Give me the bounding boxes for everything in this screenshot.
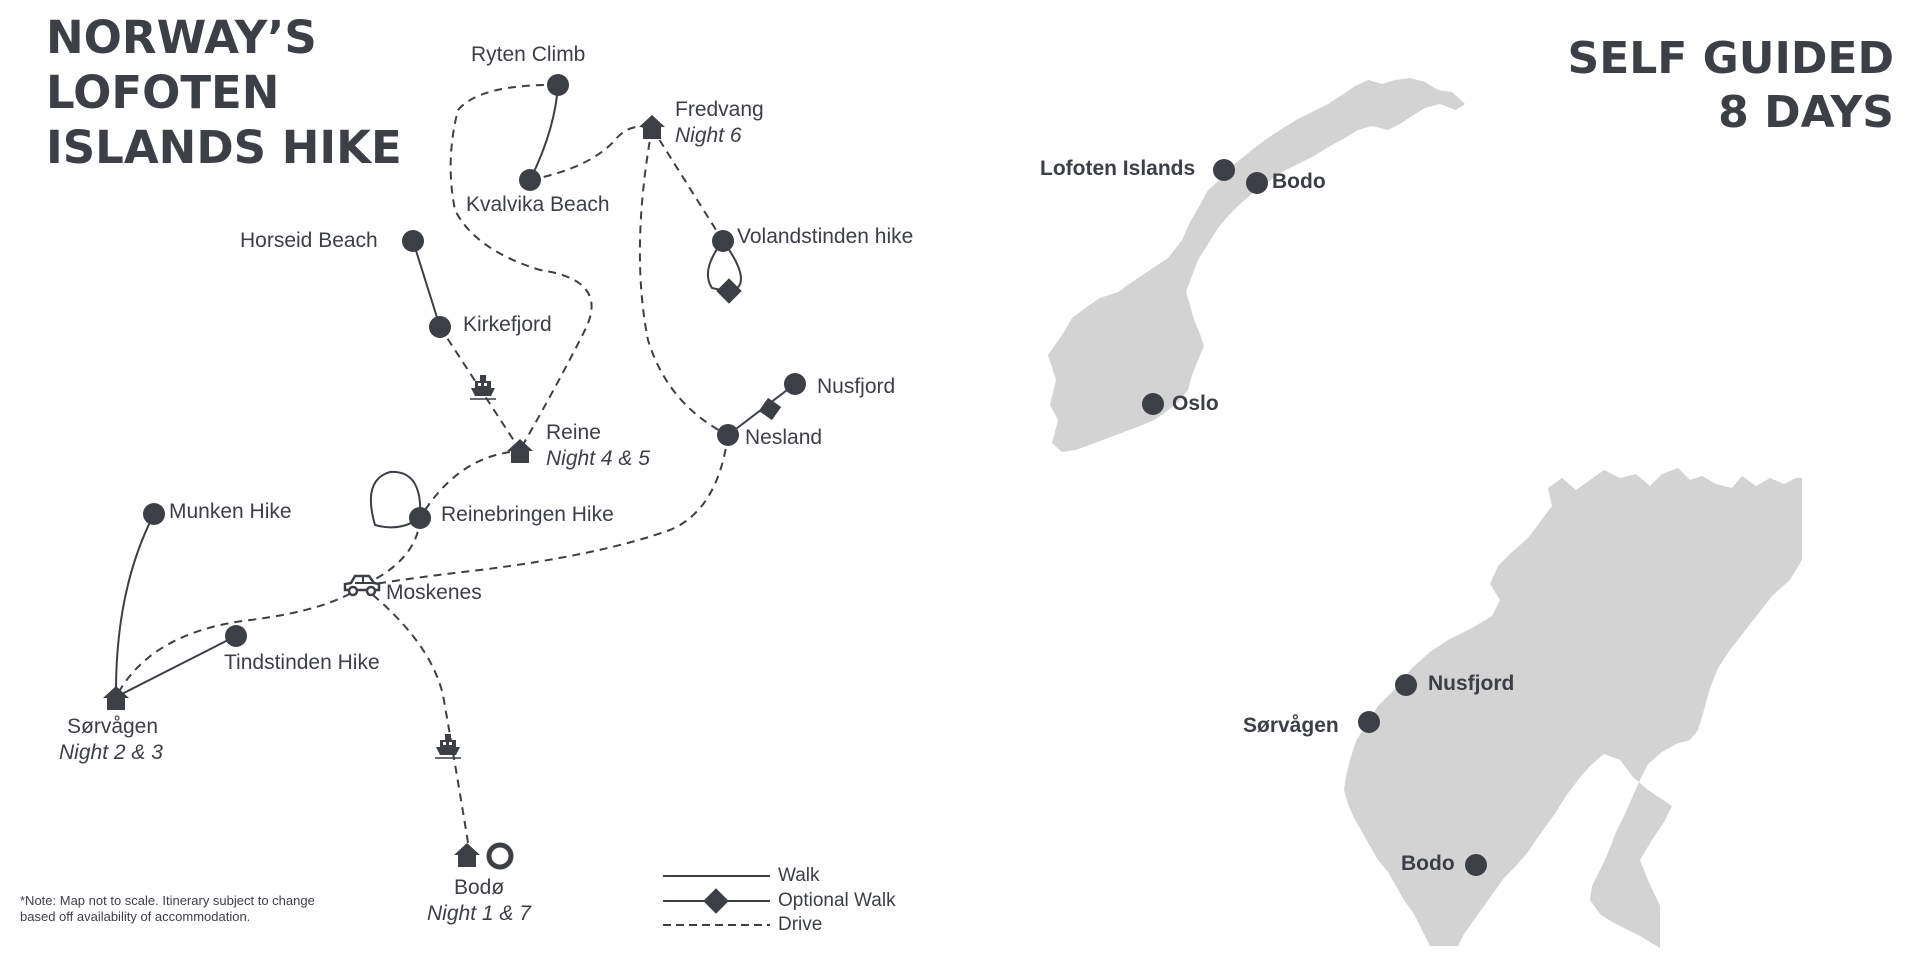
walk-munken <box>114 513 155 698</box>
drive-reine-reinebringen <box>419 451 511 519</box>
diamond-icon <box>716 278 742 304</box>
title-line-1: NORWAY’S <box>46 11 317 64</box>
title-line-2: LOFOTEN <box>46 66 280 119</box>
disclaimer-note: *Note: Map not to scale. Itinerary subje… <box>20 893 400 925</box>
location-dot-icon <box>1395 674 1417 696</box>
note-line-2: based off availability of accommodation. <box>20 909 251 924</box>
diamond-icon <box>703 888 729 914</box>
label-region-sorvagen: Sørvågen <box>1243 714 1339 737</box>
label-nesland: Nesland <box>745 426 823 449</box>
walk-ryten <box>529 84 559 181</box>
location-dot-icon <box>429 316 451 338</box>
norway-land <box>1048 78 1465 452</box>
drive-moskenes-sorvagen <box>115 585 363 698</box>
location-dot-icon <box>225 625 247 647</box>
location-dot-icon <box>143 503 165 525</box>
location-dot-icon <box>712 230 734 252</box>
legend-optional-label: Optional Walk <box>778 890 896 911</box>
label-norway-bodo: Bodo <box>1272 170 1326 193</box>
walk-tindstinden <box>115 635 237 698</box>
label-nusfjord: Nusfjord <box>817 375 896 398</box>
walk-horseid <box>412 240 441 328</box>
drive-nesland-moskenes <box>361 434 729 587</box>
label-fredvang: Fredvang <box>675 98 764 121</box>
house-icon <box>454 843 480 867</box>
start-ring-icon <box>486 842 514 870</box>
location-dot-icon <box>1246 172 1268 194</box>
label-norway-oslo: Oslo <box>1172 392 1219 415</box>
location-dot-icon <box>547 74 569 96</box>
label-kirkefjord: Kirkefjord <box>463 313 552 336</box>
house-icon <box>639 115 665 139</box>
location-dot-icon <box>1213 159 1235 181</box>
house-icon <box>507 439 533 463</box>
walk-reinebringen-loop <box>369 470 422 529</box>
label-kvalvika: Kvalvika Beach <box>466 193 610 216</box>
trip-tagline: SELF GUIDED 8 DAYS <box>1568 32 1894 140</box>
label-bodo-night: Night 1 & 7 <box>427 902 531 925</box>
house-icon <box>103 686 129 710</box>
label-tindstinden: Tindstinden Hike <box>224 651 380 674</box>
label-volandstinden: Volandstinden hike <box>737 225 914 248</box>
tagline-line-2: 8 DAYS <box>1718 87 1894 138</box>
label-fredvang-night: Night 6 <box>675 124 742 147</box>
drive-kvalvika-fredvang <box>529 125 653 181</box>
ferry-icon <box>434 733 462 759</box>
label-sorvagen: Sørvågen <box>67 715 159 738</box>
label-horseid: Horseid Beach <box>240 229 378 252</box>
tagline-line-1: SELF GUIDED <box>1567 33 1894 84</box>
title-line-3: ISLANDS HIKE <box>46 121 402 174</box>
legend-drive-label: Drive <box>778 914 823 935</box>
label-norway-lofoten: Lofoten Islands <box>1040 157 1196 180</box>
diamond-icon <box>758 397 782 421</box>
drive-ryten-reine <box>449 83 593 451</box>
location-dot-icon <box>1465 854 1487 876</box>
note-line-1: *Note: Map not to scale. Itinerary subje… <box>20 893 315 908</box>
location-dot-icon <box>1358 711 1380 733</box>
location-dot-icon <box>409 507 431 529</box>
label-munken: Munken Hike <box>169 500 292 523</box>
location-dot-icon <box>717 424 739 446</box>
label-ryten: Ryten Climb <box>471 43 586 66</box>
label-reinebringen: Reinebringen Hike <box>441 503 614 526</box>
label-region-nusfjord: Nusfjord <box>1428 672 1515 695</box>
label-sorvagen-night: Night 2 & 3 <box>59 741 163 764</box>
car-icon <box>343 574 381 597</box>
location-dot-icon <box>1142 393 1164 415</box>
region-land <box>1344 468 1802 948</box>
label-bodo: Bodø <box>454 876 505 899</box>
location-dot-icon <box>519 169 541 191</box>
label-reine: Reine <box>546 421 601 444</box>
label-region-bodo: Bodo <box>1401 852 1455 875</box>
label-reine-night: Night 4 & 5 <box>546 447 650 470</box>
location-dot-icon <box>402 230 424 252</box>
legend-walk-label: Walk <box>778 865 820 886</box>
label-moskenes: Moskenes <box>386 581 482 604</box>
map-title: NORWAY’S LOFOTEN ISLANDS HIKE <box>46 10 402 175</box>
drive-fredvang-nesland <box>638 127 729 436</box>
drive-moskenes-bodo <box>361 585 471 856</box>
location-dot-icon <box>784 373 806 395</box>
